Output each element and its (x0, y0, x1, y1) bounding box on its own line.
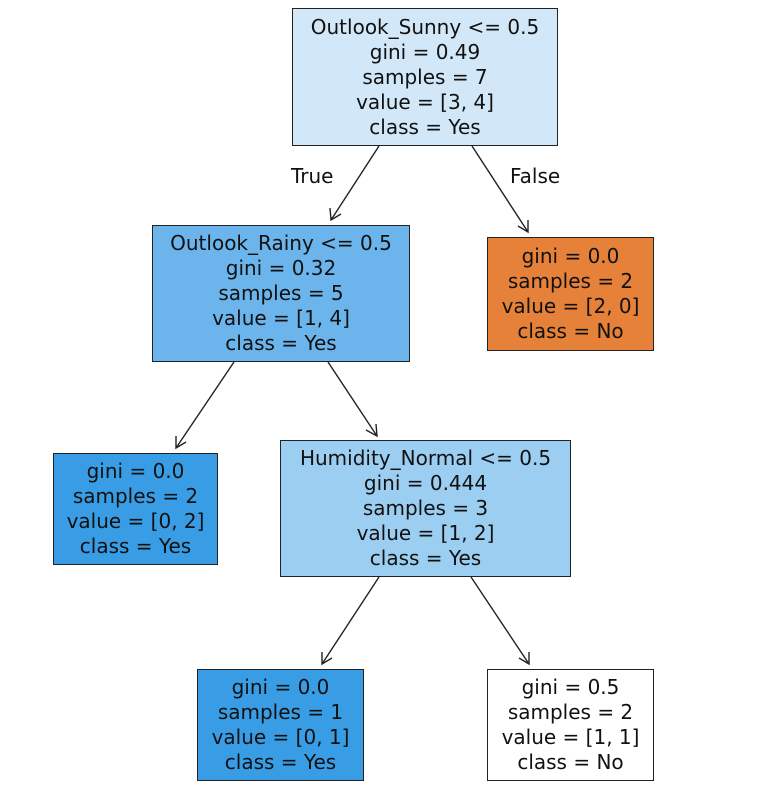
node-gini: gini = 0.444 (363, 471, 488, 495)
node-samples: samples = 2 (507, 700, 634, 724)
tree-leaf-yes-left: gini = 0.0 samples = 2 value = [0, 2] cl… (53, 453, 218, 565)
edge-label-true: True (291, 164, 334, 188)
node-value: value = [0, 2] (66, 509, 205, 533)
node-class: class = Yes (225, 331, 337, 355)
node-gini: gini = 0.32 (225, 256, 337, 280)
node-samples: samples = 5 (218, 281, 344, 305)
tree-node-root: Outlook_Sunny <= 0.5 gini = 0.49 samples… (292, 8, 558, 146)
edge-n1-n4 (327, 361, 378, 438)
edge-n4-n5 (321, 576, 380, 666)
node-samples: samples = 1 (217, 700, 344, 724)
node-class: class = Yes (224, 750, 337, 774)
node-samples: samples = 2 (507, 269, 634, 293)
edge-n0-n1 (329, 145, 380, 222)
edge-n4-n6 (470, 576, 530, 666)
node-gini: gini = 0.0 (86, 459, 185, 483)
node-split-rule: Humidity_Normal <= 0.5 (299, 446, 552, 470)
node-samples: samples = 2 (72, 484, 199, 508)
node-gini: gini = 0.0 (231, 675, 330, 699)
node-split-rule: Outlook_Sunny <= 0.5 (310, 14, 540, 39)
edge-label-false: False (510, 164, 561, 188)
node-value: value = [3, 4] (356, 89, 494, 114)
tree-leaf-yes-bottom: gini = 0.0 samples = 1 value = [0, 1] cl… (197, 669, 364, 781)
node-class: class = Yes (369, 114, 481, 139)
node-class: class = Yes (369, 546, 482, 570)
tree-leaf-no-bottom: gini = 0.5 samples = 2 value = [1, 1] cl… (487, 669, 654, 781)
node-gini: gini = 0.0 (521, 244, 620, 268)
node-value: value = [1, 1] (501, 725, 640, 749)
node-class: class = Yes (79, 534, 192, 558)
tree-leaf-no: gini = 0.0 samples = 2 value = [2, 0] cl… (487, 237, 654, 351)
node-gini: gini = 0.49 (369, 39, 481, 64)
node-value: value = [0, 1] (211, 725, 350, 749)
node-value: value = [1, 4] (212, 306, 350, 330)
tree-node-outlook-rainy: Outlook_Rainy <= 0.5 gini = 0.32 samples… (152, 225, 410, 362)
node-class: class = No (517, 750, 624, 774)
node-class: class = No (517, 319, 624, 343)
node-samples: samples = 3 (362, 496, 489, 520)
node-value: value = [2, 0] (501, 294, 640, 318)
edge-n1-n3 (175, 361, 235, 450)
node-gini: gini = 0.5 (521, 675, 620, 699)
node-value: value = [1, 2] (356, 521, 495, 545)
tree-node-humidity-normal: Humidity_Normal <= 0.5 gini = 0.444 samp… (280, 440, 571, 577)
edge-n0-n2 (471, 145, 529, 234)
node-samples: samples = 7 (362, 64, 488, 89)
node-split-rule: Outlook_Rainy <= 0.5 (170, 231, 392, 255)
